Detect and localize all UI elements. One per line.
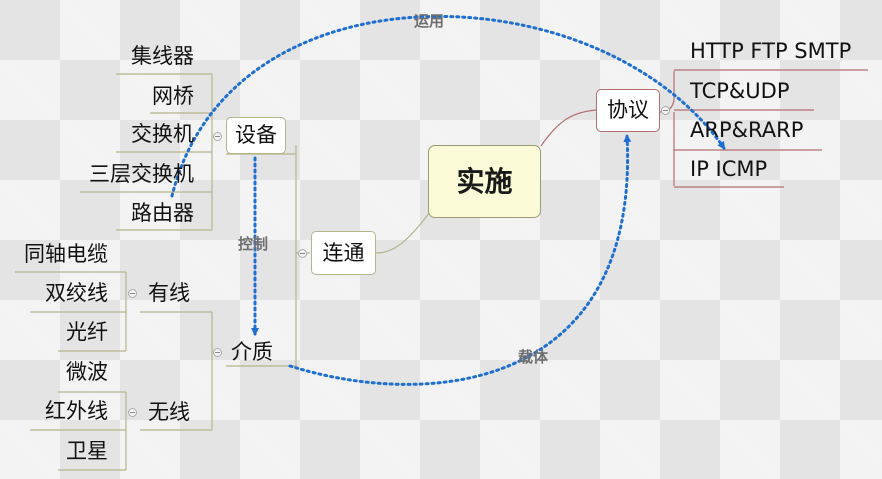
use-relation-line: [170, 14, 726, 198]
medium-children-bracket: [140, 311, 213, 431]
protocol-item[interactable]: ARP&RARP: [690, 118, 804, 142]
device-item[interactable]: 网桥: [152, 84, 194, 108]
protocol-item[interactable]: TCP&UDP: [690, 79, 790, 103]
wired-item[interactable]: 双绞线: [45, 281, 108, 305]
wired-items-bracket: [15, 271, 127, 352]
medium-collapse-toggle[interactable]: [213, 348, 222, 357]
center-to-connect-line: [375, 211, 431, 254]
device-item[interactable]: 集线器: [131, 44, 194, 68]
center-to-protocol-line: [540, 109, 597, 147]
device-items-bracket: [80, 73, 213, 231]
wireless-item[interactable]: 微波: [66, 360, 108, 384]
protocol-item-underlines: [674, 69, 868, 188]
protocol-node[interactable]: 协议: [596, 89, 660, 132]
wireless-item[interactable]: 卫星: [66, 439, 108, 463]
carry-relation-line: [288, 134, 632, 386]
protocol-item[interactable]: IP ICMP: [690, 157, 768, 181]
protocol-item[interactable]: HTTP FTP SMTP: [690, 39, 852, 63]
protocol-collapse-toggle[interactable]: [661, 106, 670, 115]
wireless-item[interactable]: 红外线: [45, 399, 108, 423]
device-item[interactable]: 交换机: [131, 122, 194, 146]
device-item[interactable]: 路由器: [131, 201, 194, 225]
wireless-collapse-toggle[interactable]: [128, 408, 137, 417]
connect-collapse-toggle[interactable]: [298, 249, 307, 258]
control-relation-label: 控制: [238, 235, 269, 253]
wired-node[interactable]: 有线: [148, 281, 190, 305]
wired-item[interactable]: 同轴电缆: [24, 242, 108, 266]
device-item[interactable]: 三层交换机: [89, 162, 194, 186]
use-relation-label: 运用: [414, 12, 445, 30]
carry-relation-label: 载体: [518, 348, 549, 366]
wired-item[interactable]: 光纤: [66, 320, 108, 344]
device-node[interactable]: 设备: [226, 117, 286, 154]
wireless-items-bracket: [30, 391, 127, 471]
medium-node[interactable]: 介质: [231, 340, 273, 364]
center-topic[interactable]: 实施: [428, 145, 541, 218]
wireless-node[interactable]: 无线: [148, 400, 190, 424]
connect-node[interactable]: 连通: [311, 231, 376, 275]
device-collapse-toggle[interactable]: [213, 132, 222, 141]
wired-collapse-toggle[interactable]: [128, 289, 137, 298]
